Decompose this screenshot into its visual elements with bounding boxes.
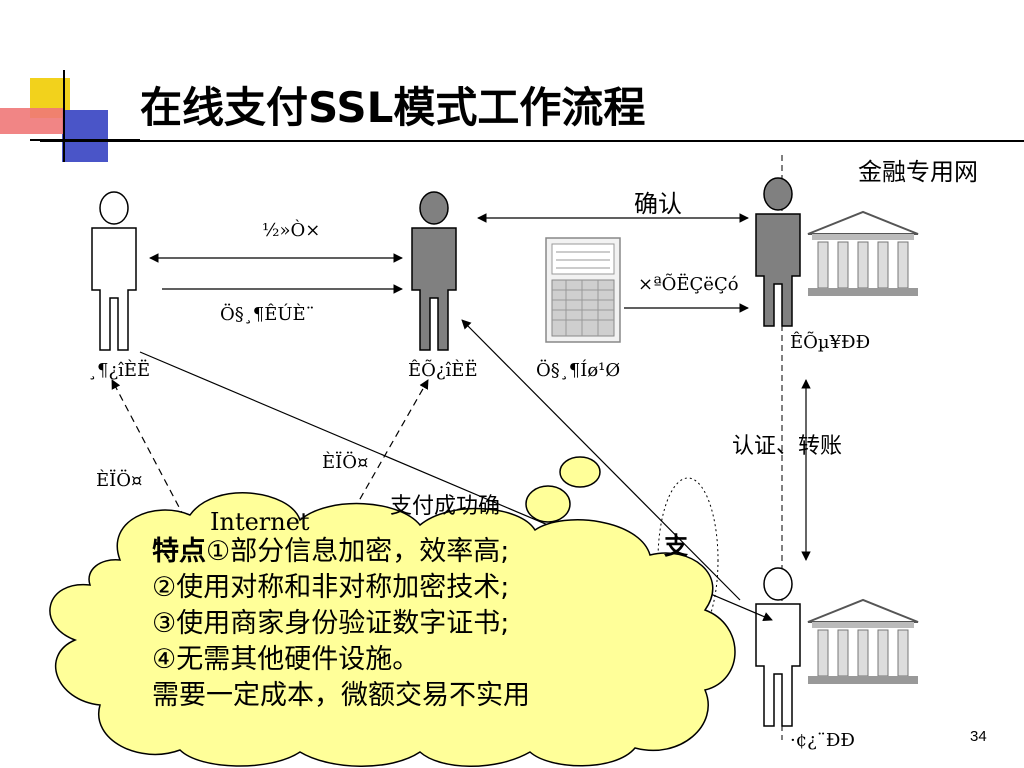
callout-line-2: ②使用对称和非对称加密技术; (152, 572, 510, 603)
features-heading: 特点 (152, 536, 206, 567)
label-internet: Internet (210, 508, 310, 536)
thought-bubble-medium (525, 485, 571, 523)
label-garbled-transfer-request: ×ªÕËÇëÇó (638, 274, 739, 295)
callout-line-4: ④无需其他硬件设施。 (152, 644, 420, 675)
label-zhi: 支 (664, 532, 688, 560)
thought-bubble-small (559, 456, 601, 488)
callout-features: 特点①部分信息加密，效率高; ②使用对称和非对称加密技术; ③使用商家身份验证数… (152, 534, 530, 714)
bank-building-icon-top (807, 210, 919, 296)
label-garbled-transaction: ½»Ò× (262, 220, 321, 241)
arrow-issuing-merchant (461, 319, 741, 601)
label-financial-network: 金融专用网 (858, 158, 978, 186)
payment-gateway-server-icon (545, 237, 621, 343)
label-confirm: 确认 (634, 190, 682, 218)
feature-item-1: ①部分信息加密，效率高; (206, 536, 510, 567)
callout-line-3: ③使用商家身份验证数字证书; (152, 608, 510, 639)
callout-line-1: 特点①部分信息加密，效率高; (152, 534, 530, 570)
customer-person-icon (91, 191, 137, 351)
label-garbled-auth-left: ÈÏÖ¤ (96, 470, 143, 491)
label-garbled-merchant: ÊÕ¿îÈË (408, 360, 478, 381)
callout-line-5: 需要一定成本，微额交易不实用 (152, 680, 530, 711)
label-garbled-payment-info: Ö§¸¶ÊÚÈ¨ (220, 304, 315, 325)
bank-building-icon-bottom (807, 598, 919, 684)
label-garbled-payment-gateway: Ö§¸¶Íø¹Ø (536, 360, 621, 381)
issuing-bank-person-icon (755, 567, 801, 727)
acquiring-bank-person-icon (755, 177, 801, 327)
label-auth-transfer: 认证、转账 (732, 434, 843, 459)
slide-title: 在线支付SSL模式工作流程 (140, 83, 646, 132)
label-garbled-customer: ¸¶¿îÈË (88, 360, 151, 381)
page-number: 34 (970, 728, 987, 745)
title-underline (40, 140, 1024, 142)
label-garbled-issuing-bank: ·¢¿¨ÐÐ (790, 730, 855, 751)
dashed-ca-arrow-mid (347, 379, 429, 521)
cloud-callout-shape (49, 492, 736, 767)
label-garbled-auth-mid: ÈÏÖ¤ (322, 452, 369, 473)
dashed-ca-arrow-left (111, 379, 191, 529)
label-payment-success: 支付成功确 (390, 494, 501, 519)
merchant-person-icon (411, 191, 457, 351)
label-garbled-acquiring-bank: ÊÕµ¥ÐÐ (790, 332, 871, 353)
